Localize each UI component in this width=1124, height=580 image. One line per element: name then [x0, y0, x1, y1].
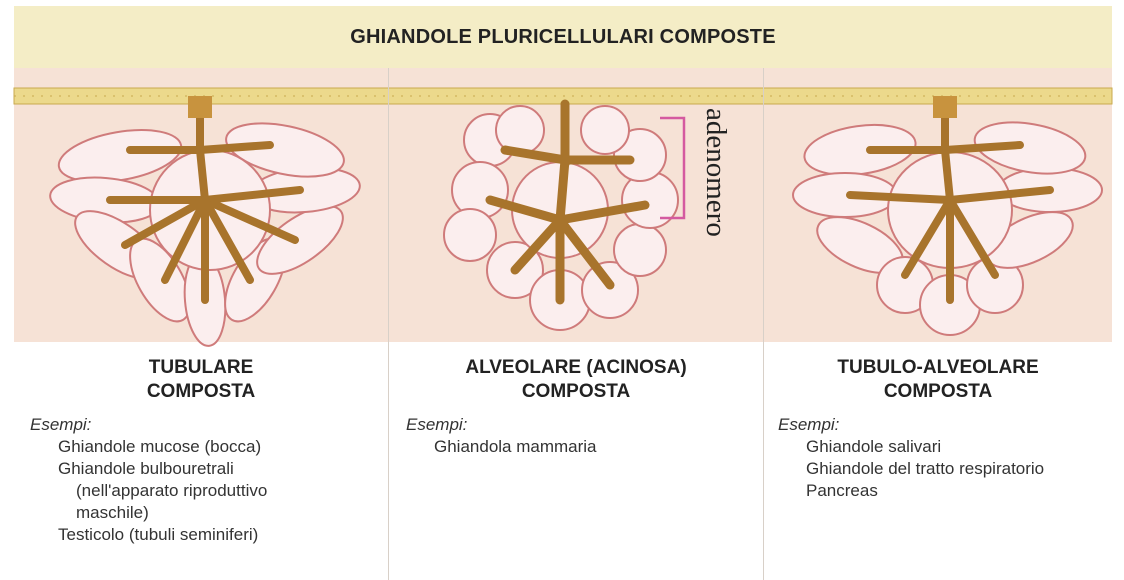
caption-line-1: ALVEOLARE (ACINOSA)	[389, 356, 763, 380]
examples-tubular: Esempi: Ghiandole mucose (bocca) Ghiando…	[30, 414, 380, 546]
caption-line-2: COMPOSTA	[14, 380, 388, 404]
example-item: Ghiandole salivari	[778, 436, 1112, 458]
caption-alveolar: ALVEOLARE (ACINOSA) COMPOSTA	[389, 356, 763, 404]
examples-tubuloalveolar: Esempi: Ghiandole salivari Ghiandole del…	[778, 414, 1112, 502]
panel-divider-1	[388, 68, 389, 580]
caption-line-2: COMPOSTA	[764, 380, 1112, 404]
caption-tubuloalveolar: TUBULO-ALVEOLARE COMPOSTA	[764, 356, 1112, 404]
examples-alveolar: Esempi: Ghiandola mammaria	[406, 414, 756, 458]
panel-divider-2	[763, 68, 764, 580]
example-item: Ghiandole del tratto respiratorio	[778, 458, 1112, 480]
caption-line-1: TUBULARE	[14, 356, 388, 380]
caption-tubular: TUBULARE COMPOSTA	[14, 356, 388, 404]
example-item: Ghiandole bulbouretrali	[30, 458, 380, 480]
adenomero-text: adenomero	[699, 108, 732, 237]
alveolar-compound-gland	[444, 104, 684, 330]
examples-label: Esempi:	[30, 414, 380, 436]
example-item: Testicolo (tubuli seminiferi)	[30, 524, 380, 546]
example-item: Pancreas	[778, 480, 1112, 502]
example-item: maschile)	[30, 502, 380, 524]
example-item: (nell'apparato riproduttivo	[30, 480, 380, 502]
tubular-compound-gland	[48, 96, 361, 348]
examples-label: Esempi:	[406, 414, 756, 436]
tubuloalveolar-compound-gland	[793, 96, 1102, 335]
adenomero-label: adenomero	[702, 108, 734, 288]
example-item: Ghiandole mucose (bocca)	[30, 436, 380, 458]
caption-line-1: TUBULO-ALVEOLARE	[764, 356, 1112, 380]
examples-label: Esempi:	[778, 414, 1112, 436]
example-item: Ghiandola mammaria	[406, 436, 756, 458]
caption-line-2: COMPOSTA	[389, 380, 763, 404]
